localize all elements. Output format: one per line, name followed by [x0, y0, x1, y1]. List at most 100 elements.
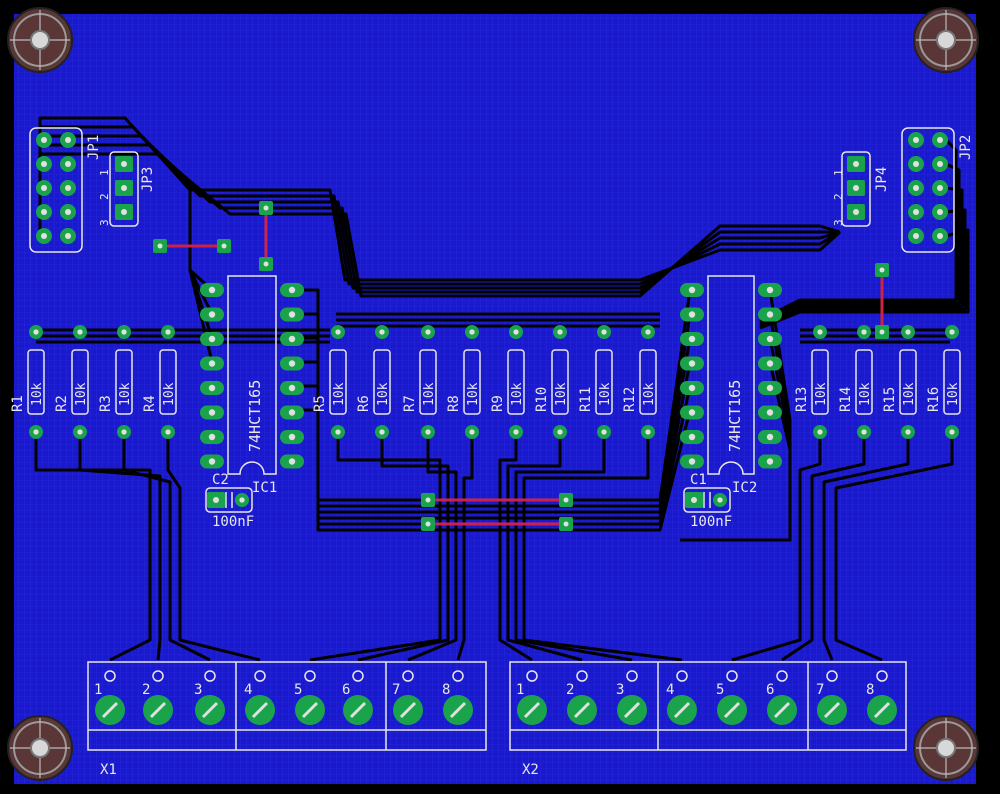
resistor-pad-drill — [817, 429, 823, 435]
x2-pin-marker — [526, 670, 538, 682]
trace — [759, 208, 967, 328]
c1-pad-drill — [717, 497, 723, 503]
resistor-pad-drill — [861, 429, 867, 435]
ic1-pad-drill — [208, 286, 216, 294]
x2-pin-label: 5 — [716, 682, 724, 698]
resistor-pad-drill — [121, 429, 127, 435]
ic1-pad-drill — [208, 360, 216, 367]
x2-pin-marker — [726, 670, 738, 682]
ic1-pad-drill — [288, 409, 296, 416]
ic1-pad-drill — [288, 433, 296, 441]
via-drill — [425, 497, 431, 503]
trace — [188, 214, 214, 363]
trace — [456, 432, 474, 661]
resistor-value: 10k — [466, 382, 481, 406]
resistor-label: R14 — [838, 387, 854, 412]
resistor-pad-drill — [469, 329, 475, 335]
via-drill — [221, 243, 227, 249]
trace — [34, 432, 152, 662]
via-drill — [879, 329, 885, 335]
resistor-value: 10k — [598, 382, 613, 406]
x2-pad-screw — [623, 701, 641, 719]
jp1-pad-drill — [40, 208, 48, 216]
resistor-body — [159, 349, 177, 415]
via-drill — [563, 497, 569, 503]
resistor-body — [27, 349, 45, 415]
via-drill — [563, 521, 569, 527]
mounting-hole-drill — [30, 30, 50, 50]
c2-value: 100nF — [212, 514, 254, 530]
trace — [781, 432, 866, 662]
mounting-hole-drill — [936, 30, 956, 50]
x1-pin-label: 6 — [342, 682, 350, 698]
via-drill — [879, 267, 885, 273]
jp2-pad-drill — [912, 160, 920, 168]
trace — [498, 432, 533, 662]
x1-pin-label: 8 — [442, 682, 450, 698]
jp3-pin2-label: 2 — [98, 193, 111, 200]
resistor-body — [507, 349, 525, 415]
jp2-pad-drill — [936, 232, 944, 240]
resistor-pad-drill — [469, 429, 475, 435]
trace — [680, 361, 792, 542]
jp2-pad-drill — [912, 184, 920, 192]
jp3-outline — [109, 151, 139, 227]
c2-pad-drill — [213, 497, 219, 503]
x1-pin-marker — [254, 670, 266, 682]
x1-pad-screw — [349, 701, 367, 719]
ic2-pad-drill — [688, 384, 696, 392]
trace — [731, 432, 822, 662]
mounting-holes — [7, 7, 979, 781]
resistor-body — [899, 349, 917, 415]
x2-pin-label: 6 — [766, 682, 774, 698]
ic2-pad-drill — [688, 286, 696, 294]
trace — [309, 432, 442, 662]
trace — [292, 408, 692, 532]
jp2-pad-drill — [912, 232, 920, 240]
resistor-pad-drill — [557, 429, 563, 435]
via-drill — [263, 261, 269, 267]
jp4-pin2-label: 2 — [832, 193, 845, 200]
trace — [759, 228, 970, 330]
resistor-body — [329, 349, 347, 415]
resistor-pad-drill — [33, 329, 39, 335]
resistor-pad-drill — [557, 329, 563, 335]
trace — [407, 432, 458, 662]
c1-pad-drill — [691, 497, 697, 503]
resistor-pad-drill — [513, 429, 519, 435]
x1-pin-label: 7 — [392, 682, 400, 698]
ic2-pad-drill — [766, 286, 774, 294]
ic2-label: IC2 — [732, 480, 757, 496]
jp2-pad-drill — [936, 136, 944, 144]
x2-pad-screw — [723, 701, 741, 719]
mounting-hole-drill — [30, 738, 50, 758]
x2-pin-marker — [676, 670, 688, 682]
trace — [759, 186, 964, 326]
resistor-pad-drill — [949, 329, 955, 335]
resistor-pad-drill — [645, 329, 651, 335]
resistor-label: R16 — [926, 387, 942, 412]
x1-pad-screw — [149, 701, 167, 719]
x2-pin-marker — [826, 670, 838, 682]
resistor-body — [595, 349, 613, 415]
resistor-value: 10k — [118, 382, 133, 406]
jp4-outline — [841, 151, 871, 227]
x1-pin-label: 1 — [94, 682, 102, 698]
ic2-pad-drill — [766, 384, 774, 392]
x1-pad-screw — [251, 701, 269, 719]
x2-pad-screw — [673, 701, 691, 719]
resistor-value: 10k — [422, 382, 437, 406]
resistor-value: 10k — [30, 382, 45, 406]
resistor-pad-drill — [121, 329, 127, 335]
resistor-pad-drill — [165, 429, 171, 435]
resistor-pad-drill — [77, 429, 83, 435]
resistor-pad-drill — [379, 429, 385, 435]
resistor-label: R9 — [490, 395, 506, 412]
trace — [38, 152, 841, 298]
x2-pin-label: 3 — [616, 682, 624, 698]
c1-label: C1 — [690, 472, 707, 488]
ic1-outline — [227, 275, 277, 475]
x2-pin-label: 2 — [566, 682, 574, 698]
jp2-pad-drill — [912, 136, 920, 144]
